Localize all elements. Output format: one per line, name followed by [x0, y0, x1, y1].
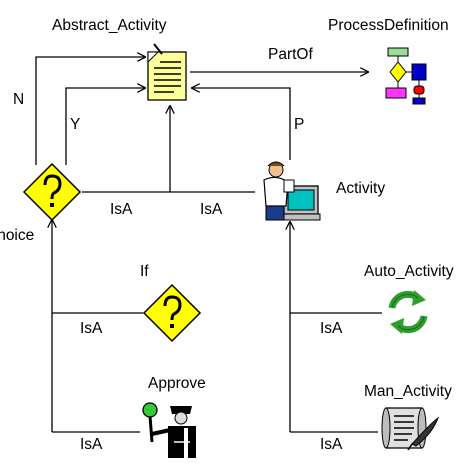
flowchart-icon — [385, 47, 427, 105]
document-icon — [147, 43, 187, 101]
node-label-abstract-activity: Abstract_Activity — [52, 17, 167, 34]
edge-label-isa-if: IsA — [80, 320, 103, 337]
node-label-auto-activity: Auto_Activity — [364, 263, 454, 280]
scroll-quill-icon — [381, 407, 440, 451]
node-label-approve: Approve — [148, 375, 206, 392]
edge-label-isa-approve: IsA — [80, 436, 103, 453]
node-label-activity: Activity — [336, 180, 385, 197]
edge-label-p: P — [294, 116, 304, 133]
question-diamond-icon — [22, 162, 82, 222]
edge-label-isa-man: IsA — [320, 436, 343, 453]
person-at-computer-icon — [263, 161, 321, 221]
recycle-arrows-icon — [388, 290, 428, 334]
edge-label-part-of: PartOf — [268, 46, 313, 63]
edge-p — [192, 88, 291, 160]
edge-label-isa-choice: IsA — [110, 201, 133, 218]
node-label-process-definition: ProcessDefinition — [328, 17, 449, 34]
edges — [35, 57, 382, 433]
edge-label-isa-activity: IsA — [200, 201, 223, 218]
traffic-officer-icon — [142, 402, 196, 458]
node-labels: Abstract_Activity ProcessDefinition Choi… — [0, 17, 454, 400]
edge-label-n: N — [13, 91, 24, 108]
node-label-man-activity: Man_Activity — [364, 383, 452, 400]
node-label-choice: Choice — [0, 227, 34, 244]
edge-label-y: Y — [70, 116, 80, 133]
edge-n — [35, 57, 145, 165]
question-diamond-icon — [142, 283, 202, 343]
edge-labels: N Y PartOf P IsA IsA IsA IsA IsA IsA — [13, 46, 343, 453]
node-label-if: If — [140, 263, 149, 280]
edge-label-isa-auto: IsA — [320, 320, 343, 337]
edge-y — [65, 88, 145, 165]
